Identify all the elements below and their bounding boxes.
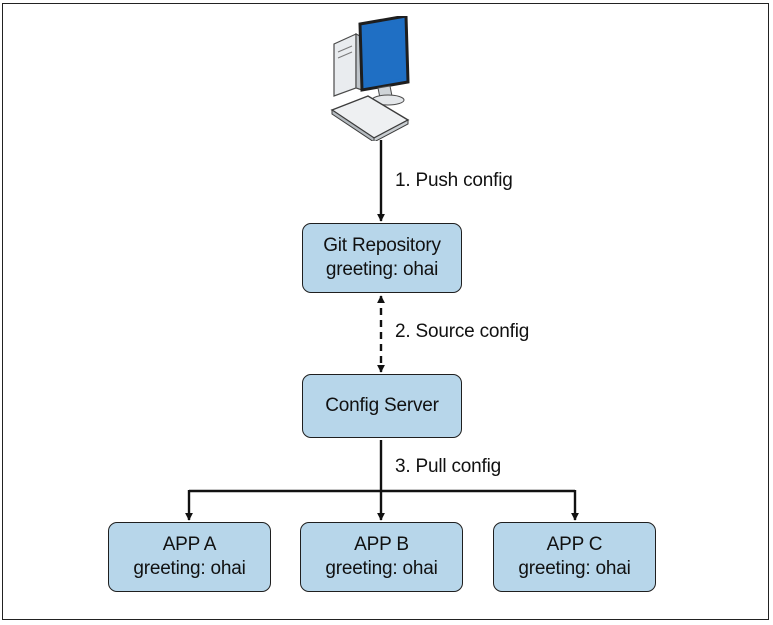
config-server-title: Config Server — [325, 395, 439, 416]
git-repository-node: Git Repository greeting: ohai — [302, 223, 462, 293]
app-c-value: greeting: ohai — [518, 558, 631, 579]
app-a-node: APP A greeting: ohai — [108, 522, 271, 592]
source-config-label: 2. Source config — [395, 321, 530, 342]
git-repository-value: greeting: ohai — [325, 259, 439, 280]
pull-config-label: 3. Pull config — [395, 456, 501, 477]
config-server-node: Config Server — [302, 374, 462, 438]
desktop-computer-icon — [330, 16, 410, 141]
app-c-node: APP C greeting: ohai — [493, 522, 656, 592]
app-b-value: greeting: ohai — [325, 558, 438, 579]
app-a-title: APP A — [162, 534, 217, 555]
app-b-title: APP B — [354, 534, 409, 555]
push-config-label: 1. Push config — [395, 170, 513, 191]
app-c-title: APP C — [546, 534, 603, 555]
app-b-node: APP B greeting: ohai — [300, 522, 463, 592]
app-a-value: greeting: ohai — [133, 558, 246, 579]
git-repository-title: Git Repository — [323, 235, 441, 256]
